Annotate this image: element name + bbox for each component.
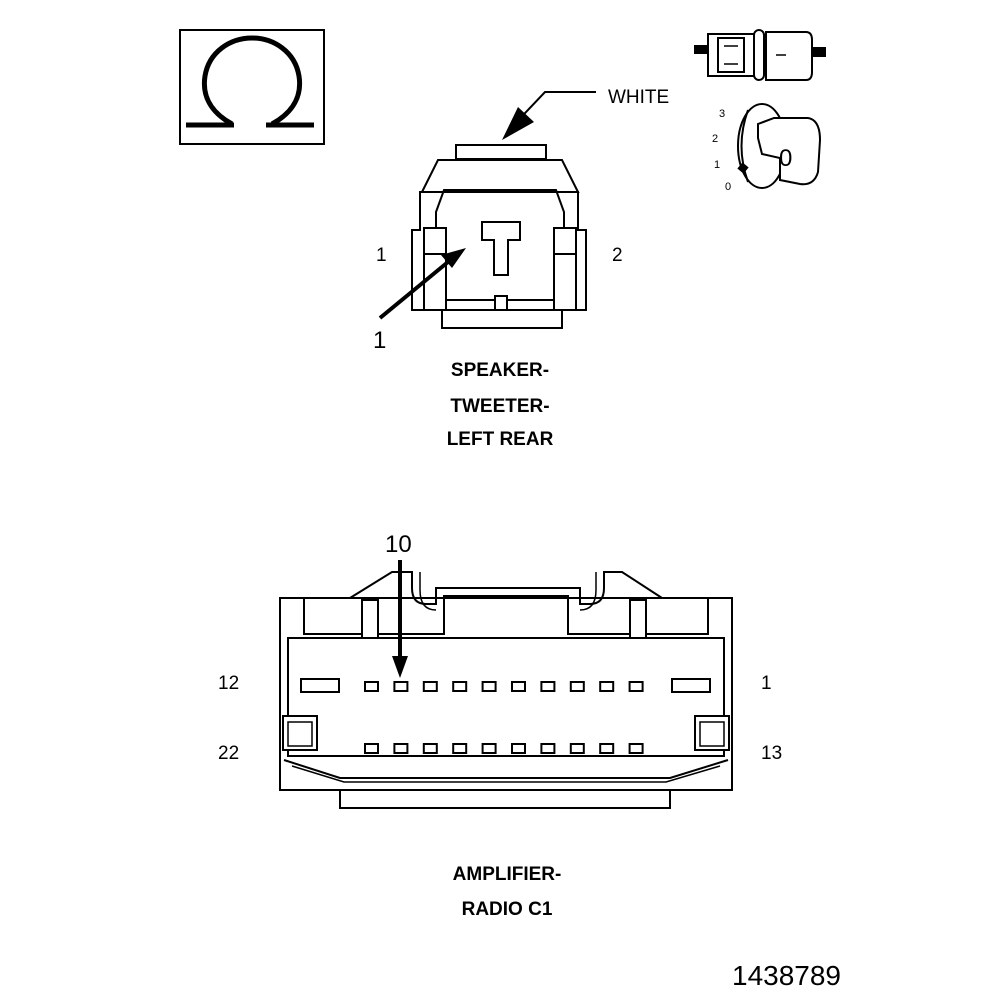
key-position-2: 2: [712, 133, 718, 145]
tweeter-arrow-pin-label: 1: [373, 327, 386, 354]
tweeter-caption-line-3: LEFT REAR: [447, 429, 554, 450]
amp-pin-12-label: 12: [218, 673, 239, 694]
pin-cavity: [452, 681, 468, 692]
amp-caption-line-1: AMPLIFIER-: [453, 864, 562, 885]
tweeter-pin-2-label: 2: [612, 245, 623, 266]
pin-cavity: [599, 681, 615, 692]
pin-cavity: [481, 681, 497, 692]
pin-cavity: [452, 743, 468, 754]
tweeter-caption-line-2: TWEETER-: [450, 396, 549, 417]
color-callout-arrow: [502, 107, 534, 140]
pin-cavity: [540, 681, 556, 692]
tweeter-connector: WHITE 1 2 1: [373, 87, 669, 354]
pin-cavity: [511, 681, 526, 692]
pin-cavity: [481, 743, 497, 754]
pin-cavity: [599, 743, 615, 754]
pin-cavity: [422, 743, 438, 754]
key-position-1: 1: [714, 159, 720, 171]
pin-cavity: [540, 743, 556, 754]
pin-cavity: [364, 743, 379, 754]
pin-10-arrow: [392, 656, 408, 678]
amplifier-connector: 10 12 1 22 13: [218, 531, 782, 809]
amp-pin-13-label: 13: [761, 743, 782, 764]
pin-cavity: [422, 681, 438, 692]
figure-number: 1438789: [732, 960, 841, 991]
ohm-icon: [179, 29, 325, 145]
key-position-3: 3: [719, 108, 725, 120]
amp-pin-22-label: 22: [218, 743, 239, 764]
pin-cavity: [628, 681, 644, 692]
pin-cavity: [393, 681, 409, 692]
pin-cavity: [628, 743, 644, 754]
pin-cavity: [364, 681, 379, 692]
amp-pin-1-label: 1: [761, 673, 772, 694]
amplifier-caption: AMPLIFIER- RADIO C1: [453, 864, 562, 920]
key-mark: 0: [779, 145, 792, 172]
pin-cavity: [511, 743, 526, 754]
pin-row-upper: [364, 681, 644, 692]
tweeter-caption-line-1: SPEAKER-: [451, 360, 549, 381]
pin-1-arrow: [441, 248, 466, 268]
pin-cavity: [393, 743, 409, 754]
plug-connector-icon: [694, 29, 826, 81]
pin-row-lower: [364, 743, 644, 754]
amp-arrow-pin-label: 10: [385, 531, 412, 558]
pin-cavity: [569, 681, 585, 692]
tweeter-caption: SPEAKER- TWEETER- LEFT REAR: [447, 360, 554, 450]
pin-cavity: [569, 743, 585, 754]
amp-caption-line-2: RADIO C1: [462, 899, 553, 920]
ignition-key-icon: 3 2 1 0 0: [712, 103, 822, 193]
tweeter-pin-1-label: 1: [376, 245, 387, 266]
color-callout-label: WHITE: [608, 87, 669, 108]
key-position-0: 0: [725, 181, 731, 193]
